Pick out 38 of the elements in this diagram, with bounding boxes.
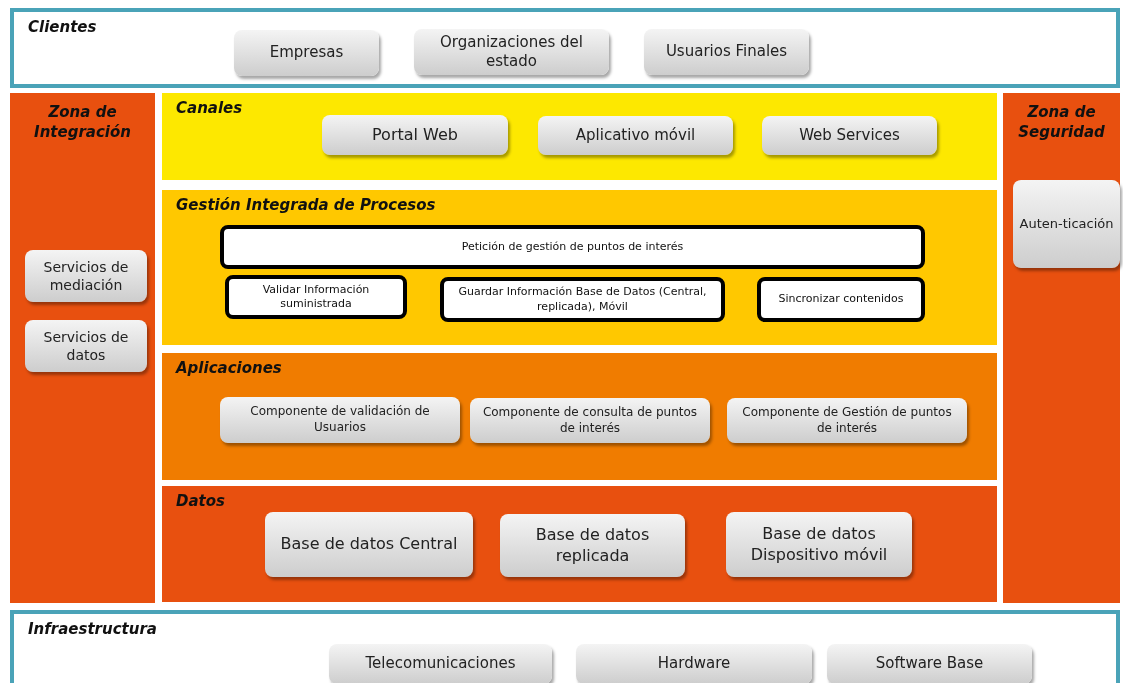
layer-heading: Clientes [28, 18, 97, 36]
layer-panel [1003, 93, 1120, 603]
component-box: Base de datos replicada [500, 514, 685, 577]
component-box: Empresas [234, 30, 379, 76]
layer-panel [162, 190, 997, 345]
process-box: Petición de gestión de puntos de interés [220, 225, 925, 269]
process-box: Sincronizar contenidos [757, 277, 925, 322]
layer-panel [162, 486, 997, 602]
component-box: Componente de Gestión de puntos de interés [727, 398, 967, 443]
component-box: Servicios de datos [25, 320, 147, 372]
component-box: Servicios de mediación [25, 250, 147, 302]
layer-heading: Zona de Integración [33, 103, 132, 142]
process-box: Guardar Información Base de Datos (Central, replicada), Móvil [440, 277, 725, 322]
component-box: Aplicativo móvil [538, 116, 733, 155]
layer-heading: Aplicaciones [176, 359, 282, 377]
component-box: Portal Web [322, 115, 508, 155]
layer-heading: Datos [176, 492, 225, 510]
component-box: Auten-ticación [1013, 180, 1120, 268]
process-box: Validar Información suministrada [225, 275, 407, 319]
layer-heading: Infraestructura [28, 620, 157, 638]
component-box: Organizaciones del estado [414, 29, 609, 75]
component-box: Componente de validación de Usuarios [220, 397, 460, 443]
component-box: Base de datos Central [265, 512, 473, 577]
layer-panel [10, 93, 155, 603]
component-box: Usuarios Finales [644, 29, 809, 75]
component-box: Base de datos Dispositivo móvil [726, 512, 912, 577]
component-box: Componente de consulta de puntos de interés [470, 398, 710, 443]
layer-panel [162, 93, 997, 180]
component-box: Telecomunicaciones [329, 644, 552, 683]
layer-panel [10, 8, 1120, 88]
component-box: Hardware [576, 644, 812, 683]
layer-heading: Zona de Seguridad [1017, 103, 1106, 142]
layer-heading: Gestión Integrada de Procesos [176, 196, 436, 214]
component-box: Web Services [762, 116, 937, 155]
layer-panel [162, 353, 997, 480]
layer-heading: Canales [176, 99, 243, 117]
layer-panel [10, 610, 1120, 683]
component-box: Software Base [827, 644, 1032, 683]
